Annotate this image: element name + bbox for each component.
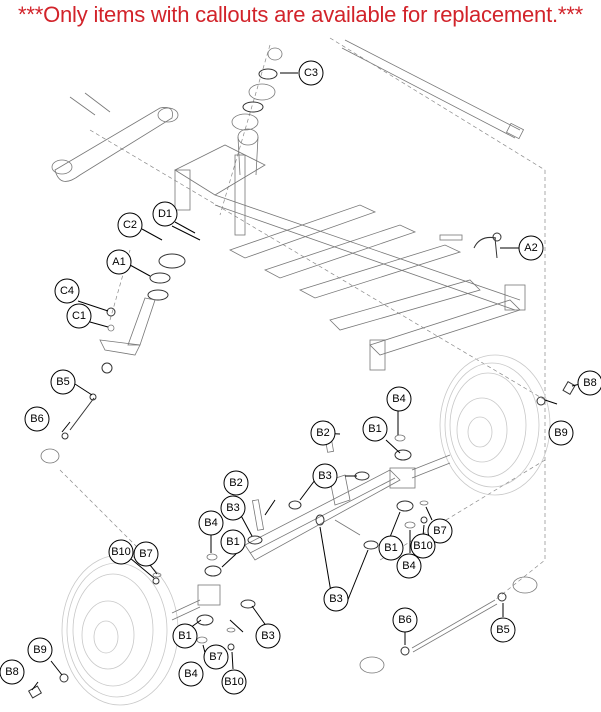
callout-a2[interactable]: A2: [518, 235, 544, 261]
callout-label: B9: [554, 427, 567, 439]
headset-bearings: [231, 47, 283, 131]
callout-b1-right[interactable]: B1: [378, 535, 404, 561]
callout-label: B7: [209, 651, 222, 663]
callout-label: B4: [204, 517, 217, 529]
lock-pin: [439, 232, 502, 259]
callout-label: B2: [316, 427, 329, 439]
steering-fork: [40, 253, 186, 464]
callout-label: B1: [178, 630, 191, 642]
callout-label: B7: [433, 525, 446, 537]
callout-c1[interactable]: C1: [66, 303, 92, 329]
callout-b6-right[interactable]: B6: [392, 607, 418, 633]
callout-b4-top[interactable]: B4: [386, 386, 412, 412]
replacement-notice: ***Only items with callouts are availabl…: [18, 2, 583, 27]
callout-b1-left[interactable]: B1: [220, 529, 246, 555]
callout-b3-bottom[interactable]: B3: [323, 586, 349, 612]
callout-b1-bottom[interactable]: B1: [172, 623, 198, 649]
tie-rod: [359, 576, 538, 674]
callout-label: B7: [139, 548, 152, 560]
callout-label: B3: [318, 470, 331, 482]
front-bumper: [51, 92, 179, 182]
callout-label: B5: [56, 376, 69, 388]
callout-b10-right[interactable]: B10: [410, 533, 436, 559]
callout-b7-right[interactable]: B7: [427, 518, 453, 544]
callout-label: B2: [229, 477, 242, 489]
callout-label: D1: [158, 208, 172, 220]
callout-b10-left[interactable]: B10: [108, 539, 134, 565]
right-spindle: [389, 434, 451, 529]
callout-b6-left[interactable]: B6: [24, 406, 50, 432]
callout-label: C3: [304, 67, 318, 79]
callout-b3-lower[interactable]: B3: [255, 623, 281, 649]
callout-b5-left[interactable]: B5: [50, 369, 76, 395]
callout-c4[interactable]: C4: [54, 278, 80, 304]
callout-b2-left[interactable]: B2: [223, 470, 249, 496]
main-frame: [174, 128, 526, 371]
left-tire: [61, 554, 179, 706]
callout-label: B10: [111, 546, 131, 558]
callout-label: B4: [392, 393, 405, 405]
callout-label: C1: [72, 310, 86, 322]
bolts-washers: [27, 380, 576, 699]
callout-label: B9: [33, 644, 46, 656]
callout-label: C2: [123, 219, 137, 231]
callout-label: B1: [384, 542, 397, 554]
callout-label: B8: [583, 377, 596, 389]
callout-b8-left[interactable]: B8: [0, 659, 25, 685]
callout-label: B1: [368, 423, 381, 435]
callout-b3-top[interactable]: B3: [312, 463, 338, 489]
callout-b7-left[interactable]: B7: [133, 541, 159, 567]
callout-label: B5: [496, 624, 509, 636]
callout-b1-top[interactable]: B1: [362, 416, 388, 442]
callout-label: C4: [60, 285, 74, 297]
callout-d1[interactable]: D1: [152, 201, 178, 227]
callout-label: B6: [398, 614, 411, 626]
callout-b4-right[interactable]: B4: [396, 553, 422, 579]
callout-label: A1: [112, 256, 125, 268]
right-tire: [439, 354, 551, 496]
rear-axle-rod: [341, 39, 525, 140]
callout-label: B10: [224, 676, 244, 688]
callout-label: A2: [524, 242, 537, 254]
callout-b4-bottom[interactable]: B4: [178, 661, 204, 687]
callout-b10-bottom[interactable]: B10: [221, 669, 247, 695]
callout-label: B10: [413, 540, 433, 552]
callout-b8-right[interactable]: B8: [577, 370, 601, 396]
callout-label: B3: [226, 502, 239, 514]
callout-b4-left[interactable]: B4: [198, 510, 224, 536]
left-spindle: [152, 553, 236, 651]
callout-b9-right[interactable]: B9: [548, 420, 574, 446]
callout-b3-mid[interactable]: B3: [220, 495, 246, 521]
callout-c3[interactable]: C3: [298, 60, 324, 86]
callout-label: B1: [226, 536, 239, 548]
callout-a1[interactable]: A1: [106, 249, 132, 275]
callout-label: B3: [329, 593, 342, 605]
callout-label: B4: [184, 668, 197, 680]
leader-lines: [31, 72, 585, 691]
callout-label: B8: [5, 666, 18, 678]
callout-b9-left[interactable]: B9: [27, 637, 53, 663]
callout-label: B4: [402, 560, 415, 572]
callout-b5-right[interactable]: B5: [490, 617, 516, 643]
callout-label: B6: [30, 413, 43, 425]
callout-b7-bottom[interactable]: B7: [203, 644, 229, 670]
callout-b2-right[interactable]: B2: [310, 420, 336, 446]
callout-label: B3: [261, 630, 274, 642]
callout-c2[interactable]: C2: [117, 212, 143, 238]
